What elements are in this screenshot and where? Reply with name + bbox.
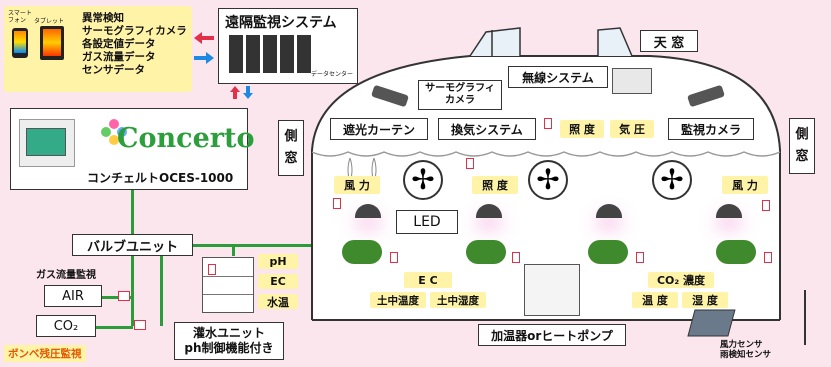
side-window-right-label: 側 窓 [789, 118, 815, 174]
air-box: AIR [44, 285, 102, 307]
server-rack-icon [229, 35, 315, 75]
controller-box: Concerto コンチェルトOCES-1000 [10, 108, 254, 190]
valve-unit: バルブユニット [72, 234, 193, 256]
curtain-wave [311, 151, 781, 157]
wind-left-label: 風 力 [334, 176, 380, 194]
outdoor-sensor-label: 風力センサ 雨検知センサ [720, 340, 772, 360]
fan-icon: ✢ [652, 160, 692, 200]
soil-sensor [512, 252, 520, 263]
tablet-label: タブレット [34, 18, 65, 25]
led-lamp-icon [476, 204, 502, 218]
monitor-items: 異常検知 サーモグラフィカメラ 各設定値データ ガス流量データ センサデータ [82, 12, 187, 77]
plant-icon [466, 240, 506, 264]
solar-panel-icon [687, 290, 806, 345]
wire [102, 296, 133, 299]
soil-sensor [636, 252, 644, 263]
wireless-system-label: 無線システム [508, 66, 608, 88]
concerto-logo-text: Concerto [117, 123, 255, 154]
remote-title: 遠隔監視システム [225, 15, 337, 31]
roof-window-flap [597, 27, 633, 57]
heater-icon [524, 264, 580, 316]
plant-icon [588, 240, 628, 264]
irrigation-sensor [208, 264, 216, 275]
illuminance-mid-label: 照 度 [472, 176, 518, 194]
fan-icon: ✢ [528, 160, 568, 200]
ventilation-label: 換気システム [438, 118, 536, 140]
datacenter-label: データセンター [311, 71, 354, 78]
wire [131, 256, 134, 326]
irrigation-line1: 灌水ユニット [192, 326, 265, 340]
co2-pressure-sensor [134, 320, 146, 330]
roof-window-flap [469, 27, 521, 57]
heater-label: 加温器orヒートポンプ [478, 324, 626, 346]
soil-humidity-label: 土中湿度 [430, 292, 486, 308]
remote-monitoring-box: 遠隔監視システム データセンター [218, 8, 358, 84]
temperature-label: 温 度 [632, 292, 678, 308]
monitor-item: センサデータ [82, 64, 145, 76]
wind-right-sensor [762, 200, 770, 211]
air-flow-sensor [118, 291, 130, 301]
monitor-item: 異常検知 [82, 12, 124, 24]
ec-sensor-label: EC [258, 274, 298, 289]
soil-sensor [764, 252, 772, 263]
monitor-item: ガス流量データ [82, 51, 156, 63]
illuminance-mid-sensor [466, 158, 474, 169]
soil-ec-label: E C [404, 272, 452, 288]
plant-icon [716, 240, 756, 264]
led-lamp-icon [716, 204, 742, 218]
wind-left-sensor [333, 198, 341, 209]
tablet-icon [40, 26, 64, 60]
monitor-panel: スマート フォン タブレット 異常検知 サーモグラフィカメラ 各設定値データ ガ… [4, 6, 192, 92]
soil-sensor [390, 252, 398, 263]
concerto-logo [101, 119, 127, 145]
led-lamp-icon [596, 204, 622, 218]
wireless-device-icon [612, 68, 652, 94]
shade-curtain-label: 遮光カーテン [330, 118, 428, 140]
co2-concentration-label: CO₂ 濃度 [648, 272, 714, 288]
ph-sensor-label: pH [258, 254, 298, 269]
roof-window-label: 天 窓 [640, 30, 698, 52]
ventilation-sensor [544, 118, 552, 129]
plant-icon [342, 240, 382, 264]
smartphone-icon [12, 28, 28, 58]
led-lamp-icon [355, 204, 381, 218]
monitor-item: サーモグラフィカメラ [82, 25, 187, 37]
wind-right-label: 風 力 [722, 176, 768, 194]
irrigation-unit-label: 灌水ユニット ph制御機能付き [174, 322, 284, 360]
wire [131, 190, 134, 234]
sync-arrows [194, 32, 214, 64]
co2-box: CO₂ [36, 315, 96, 337]
controller-device-icon [19, 119, 75, 167]
led-label: LED [396, 210, 458, 234]
monitor-item: 各設定値データ [82, 38, 156, 50]
thermo-camera-label: サーモグラフィ カメラ [418, 80, 502, 110]
humidity-label: 湿 度 [682, 292, 728, 308]
wire [232, 244, 235, 256]
remote-arrows-icon [230, 86, 253, 99]
wire [96, 326, 133, 329]
water-temp-label: 水温 [258, 294, 298, 309]
gas-flow-label: ガス流量監視 [36, 270, 96, 281]
cylinder-pressure-label: ボンベ残圧監視 [4, 345, 86, 362]
side-window-left-label: 側 窓 [278, 120, 304, 176]
smartphone-label: スマート フォン [8, 10, 32, 24]
controller-model-label: コンチェルトOCES-1000 [87, 171, 234, 185]
air-pressure-label: 気 圧 [610, 120, 654, 138]
fan-icon: ✢ [403, 160, 443, 200]
illuminance-top-label: 照 度 [560, 120, 604, 138]
soil-temp-label: 土中温度 [370, 292, 426, 308]
monitor-camera-label: 監視カメラ [668, 118, 754, 140]
irrigation-line2: ph制御機能付き [184, 341, 274, 355]
wire [160, 256, 163, 326]
